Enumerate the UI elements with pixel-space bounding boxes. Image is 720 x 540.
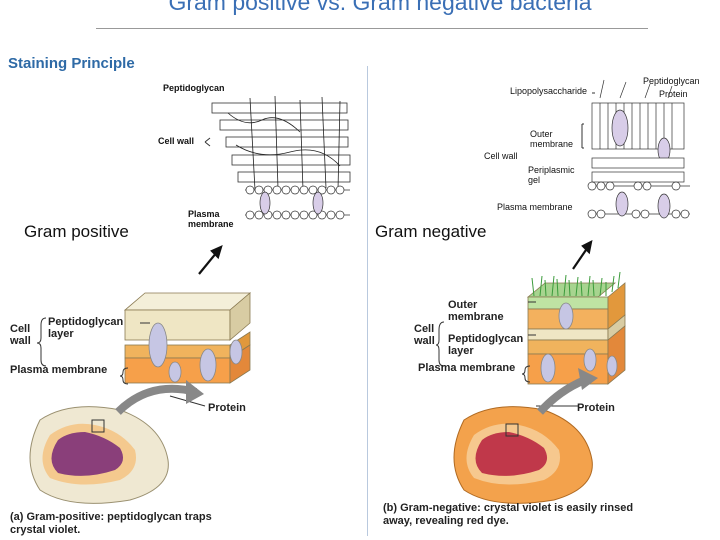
- block-protein-neg-label: Protein: [577, 402, 615, 414]
- block-protein-label: Protein: [208, 402, 246, 414]
- gram-positive-block: [123, 292, 252, 384]
- page-title: Gram positive vs. Gram negative bacteria: [168, 0, 592, 15]
- gram-positive-caption: (a) Gram-positive: peptidoglycan traps c…: [10, 511, 212, 536]
- gram-negative-caption: (b) Gram-negative: crystal violet is eas…: [383, 502, 634, 527]
- micro-lipopolysaccharide-label: Lipopolysaccharide: [510, 86, 588, 96]
- pointer-arrows: [198, 240, 593, 275]
- gram-positive-membrane-heads: [245, 185, 345, 220]
- gram-negative-wall-micro: [588, 79, 690, 219]
- lipopolysaccharide-fringe: [531, 271, 621, 297]
- micro-periplasmic-gel-label: Periplasmic gel: [528, 165, 575, 185]
- title-underline: [96, 28, 648, 29]
- block-plasma-membrane-neg-label: Plasma membrane: [418, 362, 516, 374]
- block-peptidoglycan-label: Peptidoglycan layer: [48, 316, 124, 340]
- gram-negative-label: Gram negative: [375, 222, 487, 241]
- micro-cell-wall-label: Cell wall: [158, 136, 195, 146]
- micro-peptidoglycan-label: Peptidoglycan: [163, 83, 225, 93]
- micro-outer-membrane-label: Outer membrane: [530, 129, 574, 149]
- block-cell-wall-neg-label: Cell wall: [414, 323, 435, 347]
- gram-negative-membrane-heads: [587, 181, 690, 219]
- micro-cell-wall-neg-label: Cell wall: [484, 151, 518, 161]
- block-peptidoglycan-neg-label: Peptidoglycan layer: [448, 333, 524, 357]
- section-subtitle: Staining Principle: [8, 55, 135, 72]
- gram-negative-cell: [453, 368, 598, 504]
- gram-negative-block: [526, 282, 626, 385]
- block-cell-wall-label: Cell wall: [10, 323, 31, 347]
- block-outer-membrane-label: Outer membrane: [448, 299, 504, 323]
- micro-plasma-membrane-label: Plasma membrane: [188, 209, 234, 229]
- gram-positive-cell: [29, 380, 204, 504]
- gram-positive-wall-micro: [211, 95, 351, 216]
- micro-protein-label: Protein: [659, 89, 688, 99]
- micro-plasma-membrane-neg-label: Plasma membrane: [497, 202, 573, 212]
- block-plasma-membrane-label: Plasma membrane: [10, 364, 108, 376]
- gram-positive-label: Gram positive: [24, 222, 129, 241]
- micro-peptidoglycan-neg-label: Peptidoglycan: [643, 76, 700, 86]
- column-divider: [367, 66, 368, 536]
